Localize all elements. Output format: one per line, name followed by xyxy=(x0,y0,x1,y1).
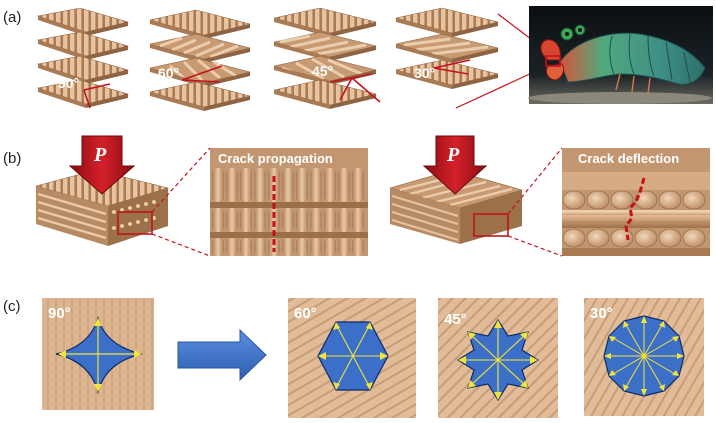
angle-label-a-60: 60° xyxy=(158,65,179,81)
zoom-box-right xyxy=(473,213,509,237)
stack-90: 90° xyxy=(36,7,130,109)
tile-30: 30° xyxy=(584,298,704,416)
panel-a-label: (a) xyxy=(3,9,21,26)
angle-line-30a xyxy=(433,67,469,75)
load-symbol-left: P xyxy=(93,144,107,166)
angle-line-60b xyxy=(181,65,223,81)
load-arrow-left: P xyxy=(68,135,136,195)
zoom-box-left xyxy=(117,211,153,235)
panel-c-label: (c) xyxy=(3,298,21,315)
angle-label-a-30: 30° xyxy=(414,65,435,81)
stack-30-ply-1 xyxy=(395,7,499,37)
down-arrow-icon xyxy=(422,135,488,195)
angle-line-45a xyxy=(329,73,373,83)
angle-line-30b xyxy=(433,59,471,69)
angle-label-a-45: 45° xyxy=(312,63,333,79)
zoom-line-left-top xyxy=(151,147,211,213)
zoom-line-right-top xyxy=(507,147,563,215)
stack-60-ply-4 xyxy=(149,81,251,111)
zoom-title-crack-deflection: Crack deflection xyxy=(578,151,679,166)
load-symbol-right: P xyxy=(446,144,460,166)
angle-line-60a xyxy=(181,79,221,83)
stack-30-ply-3 xyxy=(395,59,499,89)
stack-90-ply-1 xyxy=(36,7,130,36)
stack-45-ply-1 xyxy=(273,7,377,37)
laminate-block-right xyxy=(388,169,524,244)
stack-90-ply-2 xyxy=(36,31,130,60)
mantis-shrimp-photo xyxy=(528,6,713,104)
right-arrow-icon xyxy=(177,328,267,382)
stack-45-ply-2 xyxy=(273,31,377,61)
down-arrow-icon xyxy=(68,135,136,195)
panel-b-label: (b) xyxy=(3,150,21,167)
stack-90-ply-4 xyxy=(36,79,130,108)
stack-45-ply-4 xyxy=(273,79,377,109)
zoom-title-crack-propagation: Crack propagation xyxy=(218,151,333,166)
angle-line-45b xyxy=(351,77,381,103)
zoom-line-left-bottom xyxy=(151,233,211,257)
leader-line-lower xyxy=(455,71,535,109)
stack-30-ply-2 xyxy=(395,33,499,63)
stack-30: 30° xyxy=(395,7,499,89)
angle-label-c-45: 45° xyxy=(444,311,467,328)
crack-line-deflected xyxy=(624,177,646,241)
zoom-line-right-bottom xyxy=(507,235,563,257)
stack-60: 60° xyxy=(149,9,251,111)
load-arrow-right: P xyxy=(422,135,488,195)
angle-label-c-60: 60° xyxy=(294,305,317,322)
laminate-block-left xyxy=(34,169,170,246)
angle-label-c-90: 90° xyxy=(48,305,71,322)
stack-90-ply-3 xyxy=(36,55,130,84)
stack-60-ply-3 xyxy=(149,57,251,87)
tile-60: 60° xyxy=(288,298,416,418)
stack-60-ply-1 xyxy=(149,9,251,39)
angle-label-c-30: 30° xyxy=(590,305,613,322)
angle-line-90b xyxy=(83,89,91,109)
tile-45: 45° xyxy=(438,298,558,418)
angle-line-90a xyxy=(83,83,111,91)
angle-label-a-90: 90° xyxy=(58,75,79,91)
stack-60-ply-2 xyxy=(149,33,251,63)
tile-90: 90° xyxy=(42,298,154,410)
zoom-panel-crack-propagation: Crack propagation xyxy=(210,148,368,256)
angle-line-45c xyxy=(339,77,353,101)
stack-45: 45° xyxy=(273,7,381,109)
zoom-panel-crack-deflection: Crack deflection xyxy=(562,148,710,256)
shrimp-club-highlight-box xyxy=(545,55,561,67)
stack-45-ply-3 xyxy=(273,55,377,85)
